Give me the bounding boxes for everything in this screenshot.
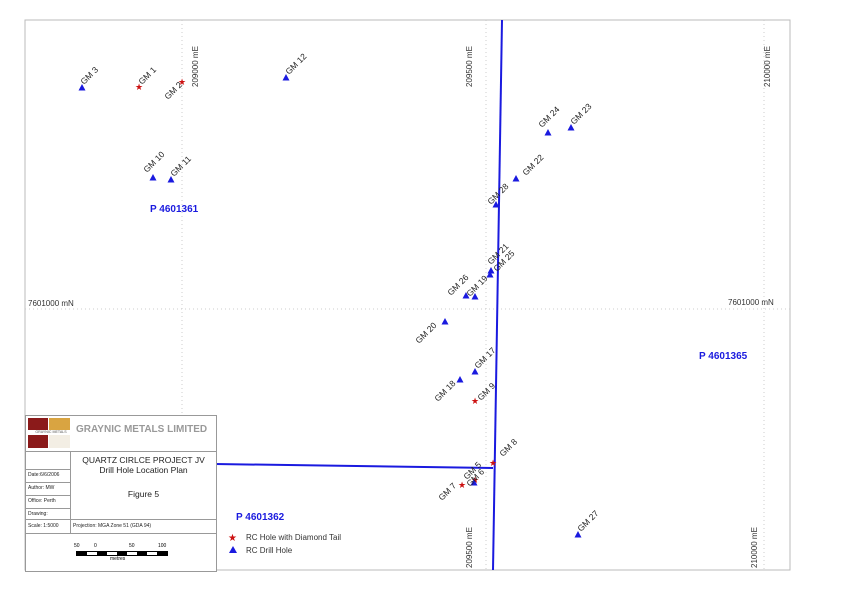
rc-hole-marker	[441, 318, 449, 325]
scalebar-tick-label: 50	[74, 543, 80, 549]
figure-number: Figure 5	[127, 489, 160, 499]
hole-label: GM 27	[575, 508, 600, 533]
northing-label-left: 7601000 mN	[28, 299, 74, 308]
hole-label: GM 18	[432, 378, 457, 403]
rc-hole-marker	[512, 175, 520, 182]
diamond-hole-marker: ★	[471, 475, 479, 485]
logo-caption: GRAYNIC METALS	[35, 430, 67, 434]
scalebar-tick-label: 50	[129, 543, 135, 549]
hole-label: GM 10	[141, 149, 166, 174]
company-logo: GRAYNIC METALS	[28, 418, 70, 448]
rc-hole-marker	[567, 124, 575, 131]
map-frame	[24, 19, 791, 571]
easting-label-209500: 209500 mE	[465, 46, 474, 87]
rc-hole-marker	[471, 368, 479, 375]
hole-label: GM 8	[497, 436, 519, 458]
rc-hole-marker	[282, 74, 290, 81]
plan-title: Drill Hole Location Plan	[99, 465, 188, 475]
rc-hole-marker	[78, 84, 86, 91]
rc-hole-marker	[470, 479, 478, 486]
rc-hole-marker	[486, 271, 494, 278]
tenement-boundary-horizontal	[214, 463, 494, 469]
northing-label-right: 7601000 mN	[728, 298, 774, 307]
diamond-hole-marker: ★	[458, 480, 466, 490]
legend-rc-diamond-label: RC Hole with Diamond Tail	[246, 533, 341, 542]
tenement-boundary-vertical	[492, 19, 503, 571]
rc-hole-legend-symbol	[229, 546, 237, 553]
scalebar-tick-label: 100	[158, 543, 167, 549]
rc-hole-marker	[462, 292, 470, 299]
scalebar-unit: metres	[110, 556, 126, 562]
tenement-label: P 4601365	[699, 351, 748, 362]
diamond-hole-marker: ★	[135, 82, 143, 92]
hole-label: GM 12	[283, 51, 308, 76]
rc-hole-marker	[544, 129, 552, 136]
easting-bottom-label-210000: 210000 mE	[750, 527, 759, 568]
scale-field: Scale: 1:5000	[28, 523, 59, 529]
legend-rc-label: RC Drill Hole	[246, 546, 293, 555]
scale-bar: 50 0 50 100 metres	[74, 543, 174, 563]
rc-hole-marker	[456, 376, 464, 383]
diamond-hole-marker: ★	[489, 458, 497, 468]
hole-label: GM 20	[413, 320, 438, 345]
easting-label-209000: 209000 mE	[191, 46, 200, 87]
diamond-hole-legend-symbol: ★	[228, 533, 237, 544]
projection-field: Projection: MGA Zone 51 (GDA 94)	[73, 523, 152, 529]
easting-label-210000: 210000 mE	[763, 46, 772, 87]
tenement-label: P 4601362	[236, 512, 285, 523]
rc-hole-marker	[167, 176, 175, 183]
title-block: GRAYNIC METALS GRAYNIC METALS LIMITED QU…	[25, 415, 217, 572]
rc-hole-marker	[471, 293, 479, 300]
rc-hole-marker	[149, 174, 157, 181]
hole-label: GM 11	[168, 154, 193, 179]
legend: ★ RC Hole with Diamond Tail RC Drill Hol…	[228, 533, 341, 555]
rc-hole-marker	[487, 267, 495, 274]
hole-label: GM 23	[568, 101, 593, 126]
scalebar-tick-label: 0	[94, 543, 97, 549]
diamond-hole-marker: ★	[471, 396, 479, 406]
rc-hole-marker	[574, 531, 582, 538]
hole-label: GM 22	[520, 152, 545, 177]
project-name: QUARTZ CIRLCE PROJECT JV	[82, 455, 205, 465]
rc-hole-marker	[492, 201, 500, 208]
hole-label: GM 9	[475, 380, 497, 402]
date-field: Date:6/6/2006	[28, 472, 60, 478]
hole-label: GM 7	[436, 480, 458, 502]
company-name: GRAYNIC METALS LIMITED	[76, 424, 208, 435]
hole-label: GM 24	[536, 104, 561, 129]
tenement-label: P 4601361	[150, 204, 199, 215]
hole-label: GM 28	[485, 181, 510, 206]
author-field: Author: MW	[28, 485, 55, 491]
hole-label: GM 1	[136, 64, 158, 86]
hole-label: GM 17	[472, 345, 497, 370]
hole-label: GM 19	[464, 273, 489, 298]
office-field: Office: Perth	[28, 498, 56, 504]
hole-label: GM 3	[78, 64, 100, 86]
easting-bottom-label-209500: 209500 mE	[465, 527, 474, 568]
diamond-hole-marker: ★	[178, 77, 186, 87]
drawing-field: Drawing:	[28, 511, 48, 517]
